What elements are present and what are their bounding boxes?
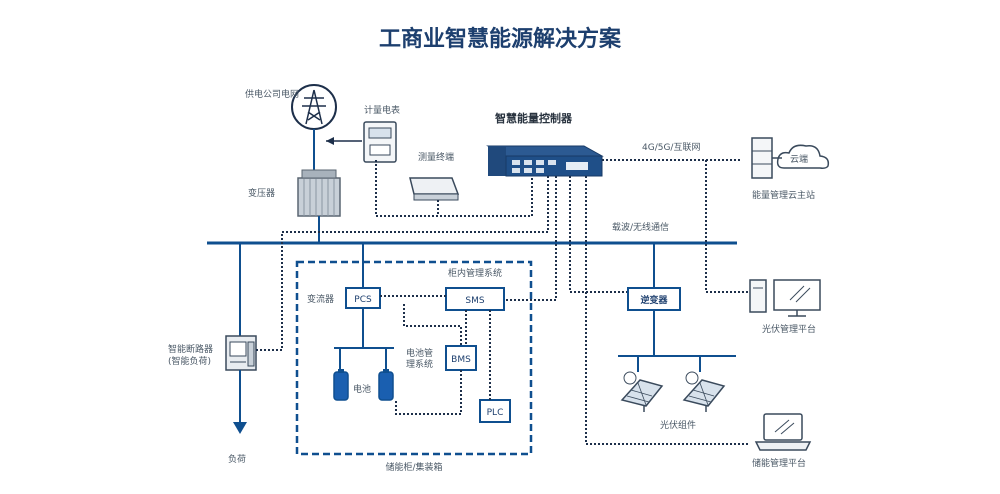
- laptop-icon: [754, 413, 812, 451]
- sms-label: SMS: [465, 296, 484, 306]
- battery-label: 电池: [353, 383, 371, 395]
- breaker-label-2: (智能负荷): [168, 355, 211, 367]
- converter-label: 变流器: [307, 293, 334, 305]
- bms-desc-line1: 电池管: [406, 347, 433, 359]
- cabinet-mgmt-label: 柜内管理系统: [448, 267, 502, 279]
- pv-module-label: 光伏组件: [660, 419, 696, 431]
- controller-inverter-link: [569, 176, 628, 293]
- bms-box: [445, 345, 477, 371]
- transmission-tower-icon: [291, 84, 337, 130]
- bms-battery-link: [395, 370, 462, 415]
- grid-label: 供电公司电网: [245, 88, 299, 100]
- server-icon: [751, 137, 773, 179]
- controller-icon: [486, 145, 604, 177]
- network-pv-link: [705, 160, 748, 293]
- controller-storage-link: [585, 176, 748, 445]
- transformer-icon: [297, 169, 341, 217]
- terminal-icon: [409, 177, 460, 201]
- load-arrow-icon: [233, 422, 247, 434]
- breaker-label-1: 智能断路器: [168, 343, 213, 355]
- network-label: 4G/5G/互联网: [642, 142, 700, 153]
- container-label: 储能柜/集装箱: [385, 461, 442, 473]
- cloud-station-label: 能量管理云主站: [752, 189, 815, 201]
- transformer-label: 变压器: [248, 187, 275, 199]
- plc-label: PLC: [487, 408, 504, 418]
- bms-label: BMS: [451, 355, 471, 365]
- bms-desc-line2: 理系统: [406, 358, 433, 370]
- page-title: 工商业智慧能源解决方案: [379, 26, 622, 52]
- terminal-label: 测量终端: [418, 151, 454, 163]
- controller-sms-link: [504, 176, 557, 301]
- controller-breaker-link: [281, 176, 549, 350]
- meter-label: 计量电表: [364, 104, 400, 116]
- meter-icon: [363, 121, 397, 163]
- solar-panel-icon: [682, 371, 726, 412]
- sms-box: [445, 287, 505, 311]
- battery-icon: [378, 369, 394, 401]
- inverter-label: 逆变器: [640, 294, 668, 306]
- pv-platform-label: 光伏管理平台: [762, 323, 816, 335]
- carrier-label: 载波/无线通信: [612, 221, 669, 233]
- controller-label: 智慧能量控制器: [495, 111, 573, 125]
- meter-arrow-head: [326, 137, 334, 145]
- meter-controller-link: [375, 160, 533, 217]
- computer-icon: [749, 279, 821, 317]
- pcs-bms-link: [403, 304, 462, 346]
- pcs-label: PCS: [354, 295, 372, 305]
- plc-box: [479, 399, 511, 423]
- storage-platform-label: 储能管理平台: [752, 457, 806, 469]
- solar-panel-icon: [620, 371, 664, 412]
- breaker-icon: [225, 335, 257, 371]
- storage-container: [295, 260, 533, 456]
- cloud-icon: [776, 144, 830, 169]
- battery-icon: [333, 369, 349, 401]
- load-label: 负荷: [228, 453, 246, 465]
- cloud-label: 云端: [790, 153, 808, 165]
